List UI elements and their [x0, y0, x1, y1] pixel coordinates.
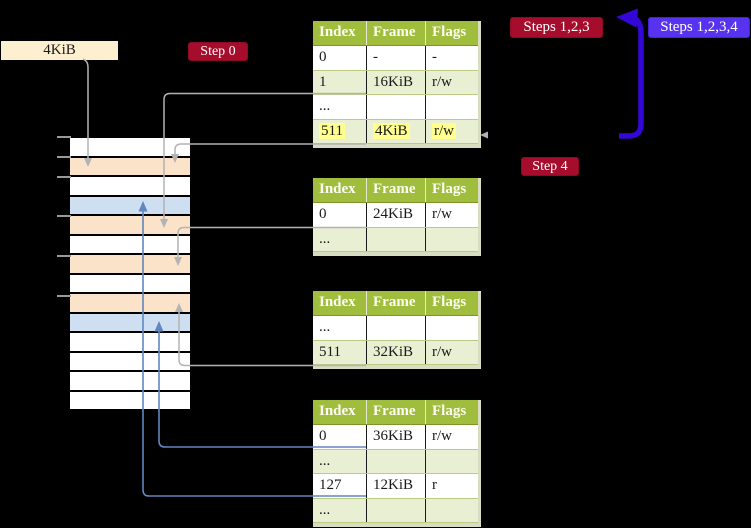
cell-index: 0 — [319, 49, 327, 65]
steps-flow-arrowhead — [616, 8, 638, 28]
column-header-flags: Flags — [425, 291, 478, 315]
table-row: 0 36KiB r/w — [313, 425, 478, 450]
table-row: ... — [313, 498, 478, 523]
table-header-row: Index Frame Flags — [313, 178, 478, 203]
memory-tick — [57, 156, 71, 158]
table-header-row: Index Frame Flags — [313, 291, 478, 316]
cell-frame: - — [366, 46, 425, 70]
table-row: 1 16KiB r/w — [313, 70, 478, 95]
cell-flags: r/w — [425, 70, 478, 94]
cell-index: ... — [319, 230, 331, 247]
memory-frame-row — [70, 313, 190, 333]
table-header-row: Index Frame Flags — [313, 21, 478, 46]
table-row: 0 - - — [313, 46, 478, 71]
memory-tick — [57, 136, 71, 138]
memory-frame-row — [70, 235, 190, 255]
cell-index: 0 — [319, 206, 327, 222]
cell-index: ... — [319, 501, 331, 518]
cell-frame: 4KiB — [366, 119, 425, 143]
step-0-badge: Step 0 — [188, 42, 248, 61]
table-row: 0 24KiB r/w — [313, 203, 478, 228]
memory-frame-row — [70, 294, 190, 314]
column-header-flags: Flags — [425, 21, 478, 45]
memory-frame-row — [70, 255, 190, 275]
memory-frame-row — [70, 138, 190, 158]
table1-exit-dash — [480, 131, 488, 139]
column-header-frame: Frame — [366, 400, 425, 424]
cell-frame — [366, 95, 425, 119]
steps-flow-arrow — [619, 16, 644, 139]
page-size-label: 4KiB — [1, 41, 118, 60]
table-row: ... — [313, 95, 478, 120]
cell-index: ... — [319, 452, 331, 469]
cell-index: 1 — [319, 73, 327, 90]
cell-index: 511 — [319, 343, 341, 360]
memory-tick — [57, 255, 71, 257]
column-header-flags: Flags — [425, 178, 478, 202]
cell-index: 0 — [319, 428, 327, 444]
page-table-4: Index Frame Flags 0 36KiB r/w ... 127 12… — [313, 400, 481, 527]
column-header-index: Index — [319, 24, 356, 40]
cell-frame — [366, 227, 425, 251]
step-4-badge: Step 4 — [521, 157, 579, 176]
cell-frame: 36KiB — [366, 425, 425, 449]
table-row: ... — [313, 449, 478, 474]
cell-flags — [425, 449, 478, 473]
table-row: ... — [313, 316, 478, 341]
page-table-1: Index Frame Flags 0 - - 1 16KiB r/w ... … — [313, 21, 481, 148]
cell-frame: 32KiB — [366, 340, 425, 364]
column-header-frame: Frame — [366, 21, 425, 45]
column-header-index: Index — [319, 181, 356, 197]
cell-index: 127 — [319, 477, 342, 493]
cell-flags: r — [425, 474, 478, 498]
page-table-3: Index Frame Flags ... 511 32KiB r/w — [313, 291, 481, 369]
column-header-frame: Frame — [366, 178, 425, 202]
cell-frame — [366, 498, 425, 522]
cell-flags — [425, 498, 478, 522]
table-header-row: Index Frame Flags — [313, 400, 478, 425]
memory-frame-row — [70, 391, 190, 411]
memory-frame-row — [70, 372, 190, 392]
cell-frame — [366, 449, 425, 473]
memory-tick — [57, 215, 71, 217]
table-row-highlighted: 511 4KiB r/w — [313, 119, 478, 144]
memory-frame-row — [70, 196, 190, 216]
cell-flags: r/w — [425, 340, 478, 364]
memory-frame-row — [70, 352, 190, 372]
cell-flags: r/w — [425, 425, 478, 449]
column-header-index: Index — [319, 294, 356, 310]
memory-tick — [57, 176, 71, 178]
cell-flags — [425, 95, 478, 119]
cell-flags: - — [425, 46, 478, 70]
cell-flags — [425, 227, 478, 251]
column-header-index: Index — [319, 403, 356, 419]
cell-index: 511 — [319, 122, 345, 139]
memory-frame-row — [70, 274, 190, 294]
cell-index: ... — [319, 98, 331, 114]
cell-flags — [425, 316, 478, 340]
cell-flags: r/w — [425, 119, 478, 143]
column-header-flags: Flags — [425, 400, 478, 424]
memory-frame-row — [70, 177, 190, 197]
memory-frame-row — [70, 333, 190, 353]
cell-frame: 24KiB — [366, 203, 425, 227]
cell-frame: 12KiB — [366, 474, 425, 498]
memory-frame-row — [70, 216, 190, 236]
steps-1-2-3-badge: Steps 1,2,3 — [510, 17, 603, 38]
memory-tick — [57, 295, 71, 297]
page-table-2: Index Frame Flags 0 24KiB r/w ... — [313, 178, 481, 256]
table-row: ... — [313, 227, 478, 252]
column-header-frame: Frame — [366, 291, 425, 315]
table-row: 127 12KiB r — [313, 474, 478, 499]
table-row: 511 32KiB r/w — [313, 340, 478, 365]
cell-flags: r/w — [425, 203, 478, 227]
cell-frame: 16KiB — [366, 70, 425, 94]
cell-frame — [366, 316, 425, 340]
memory-frame-row — [70, 157, 190, 177]
steps-1-2-3-4-badge: Steps 1,2,3,4 — [648, 17, 750, 38]
physical-memory-stack — [70, 138, 190, 411]
cell-index: ... — [319, 319, 331, 335]
